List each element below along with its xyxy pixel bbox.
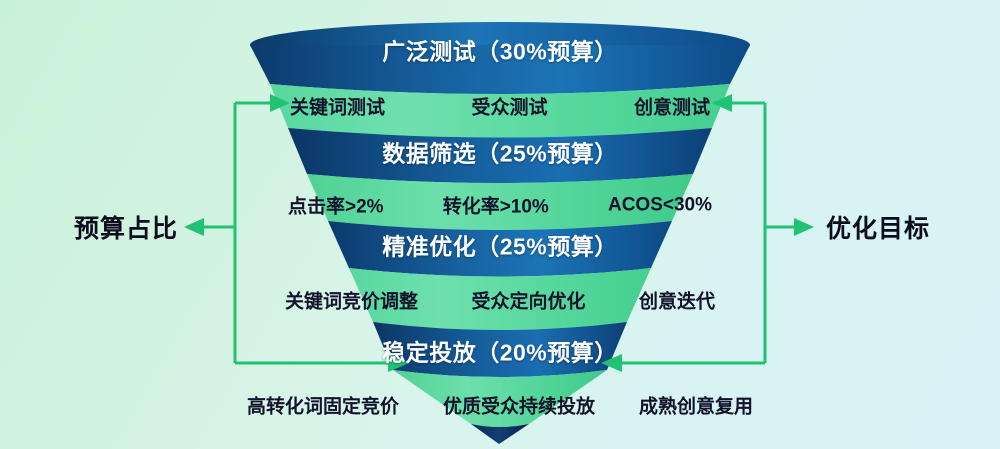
stage-3-items: 关键词竞价调整 受众定向优化 创意迭代	[285, 287, 715, 314]
funnel-band-stage-2-title	[288, 128, 712, 183]
arrowhead-goal-label-icon	[794, 218, 814, 236]
stage-2-item-3: ACOS<30%	[607, 194, 712, 215]
stage-1-title: 广泛测试（30%预算）	[382, 38, 618, 65]
arrowhead-left-top-icon	[270, 94, 290, 112]
funnel-band-stage-3-title	[328, 221, 672, 277]
stage-3-item-3: 创意迭代	[638, 291, 715, 313]
funnel-band-stage-1-items	[270, 84, 730, 138]
stage-2-title: 数据筛选（25%预算）	[382, 140, 618, 167]
funnel-band-stage-4-items	[393, 370, 607, 427]
stage-1-item-2: 受众测试	[471, 97, 548, 119]
stage-1-item-1: 关键词测试	[290, 97, 386, 119]
arrowhead-right-top-icon	[712, 94, 732, 112]
stage-3-item-2: 受众定向优化	[471, 291, 586, 313]
stage-4-item-2: 优质受众持续投放	[442, 396, 595, 418]
arrowhead-right-bottom-icon	[601, 354, 622, 372]
funnel-band-stage-2-items	[307, 174, 693, 230]
arrowhead-budget-label-icon	[184, 218, 204, 236]
funnel-band-stage-3-items	[349, 268, 651, 330]
stage-4-title: 稳定投放（20%预算）	[382, 339, 618, 366]
stage-4-items: 高转化词固定竞价 优质受众持续投放 成熟创意复用	[247, 392, 753, 419]
stage-2-items: 点击率>2% 转化率>10% ACOS<30%	[288, 192, 712, 219]
stage-1-item-3: 创意测试	[633, 97, 710, 119]
funnel-band-stage-1-title	[250, 45, 750, 94]
funnel-tip	[471, 424, 529, 444]
stage-4-item-1: 高转化词固定竞价	[247, 396, 400, 418]
stage-2-item-1: 点击率>2%	[288, 196, 384, 218]
arrowhead-left-bottom-icon	[388, 354, 409, 372]
stage-1-items: 关键词测试 受众测试 创意测试	[290, 93, 710, 120]
stage-2-item-2: 转化率>10%	[442, 196, 549, 218]
stage-3-title: 精准优化（25%预算）	[382, 233, 618, 260]
funnel-band-stage-4-title	[373, 322, 627, 377]
left-axis-label: 预算占比	[73, 215, 179, 243]
right-axis-label: 优化目标	[825, 215, 931, 243]
stage-4-item-3: 成熟创意复用	[638, 396, 753, 418]
stage-3-item-1: 关键词竞价调整	[285, 291, 419, 313]
